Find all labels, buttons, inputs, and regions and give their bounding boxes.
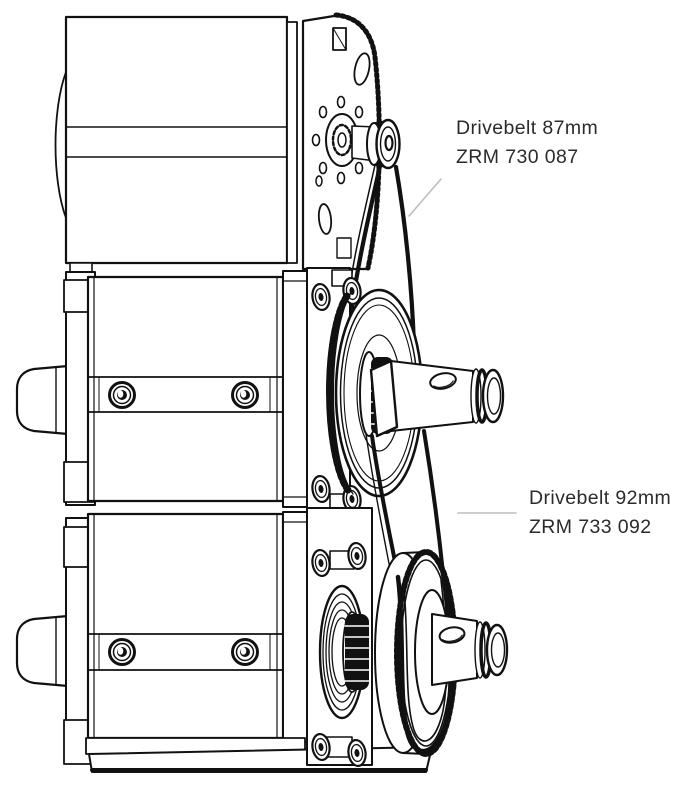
top-motor-face-plate xyxy=(301,12,382,271)
annotation-drivebelt-87: Drivebelt 87mm ZRM 730 087 xyxy=(456,114,598,172)
mid-rear-gear xyxy=(326,290,354,495)
housing-screw xyxy=(231,638,259,666)
toothed-sprocket xyxy=(342,611,370,693)
annotation-leaders xyxy=(408,178,517,514)
annotation-line: ZRM 733 092 xyxy=(529,516,652,538)
housing-screw xyxy=(108,638,136,666)
flange-bolt xyxy=(311,548,331,578)
leader-belt-87 xyxy=(408,178,442,217)
annotation-line: ZRM 730 087 xyxy=(456,146,579,168)
flange-bolt xyxy=(347,541,367,571)
top-motor-unit xyxy=(54,15,298,273)
motor-shaft-pulley xyxy=(366,118,401,170)
bottom-gearbox-housing xyxy=(15,511,433,773)
set-screw xyxy=(438,626,466,644)
set-screw xyxy=(429,372,457,390)
bottom-shaft-assembly xyxy=(414,589,509,715)
bolt-circle xyxy=(311,95,371,185)
flange-bolt xyxy=(311,474,331,504)
bottom-face-plate xyxy=(306,507,373,768)
mid-gearbox-housing xyxy=(15,270,308,508)
annotation-line: Drivebelt 87mm xyxy=(456,117,599,139)
housing-screw xyxy=(231,381,259,409)
housing-screw xyxy=(108,381,136,409)
flange-bolt xyxy=(311,732,331,762)
flange-bolt xyxy=(311,282,331,312)
annotation-line: Drivebelt 92mm xyxy=(529,487,672,509)
flange-bolt xyxy=(347,738,367,768)
annotation-drivebelt-92: Drivebelt 92mm ZRM 733 092 xyxy=(529,484,671,542)
